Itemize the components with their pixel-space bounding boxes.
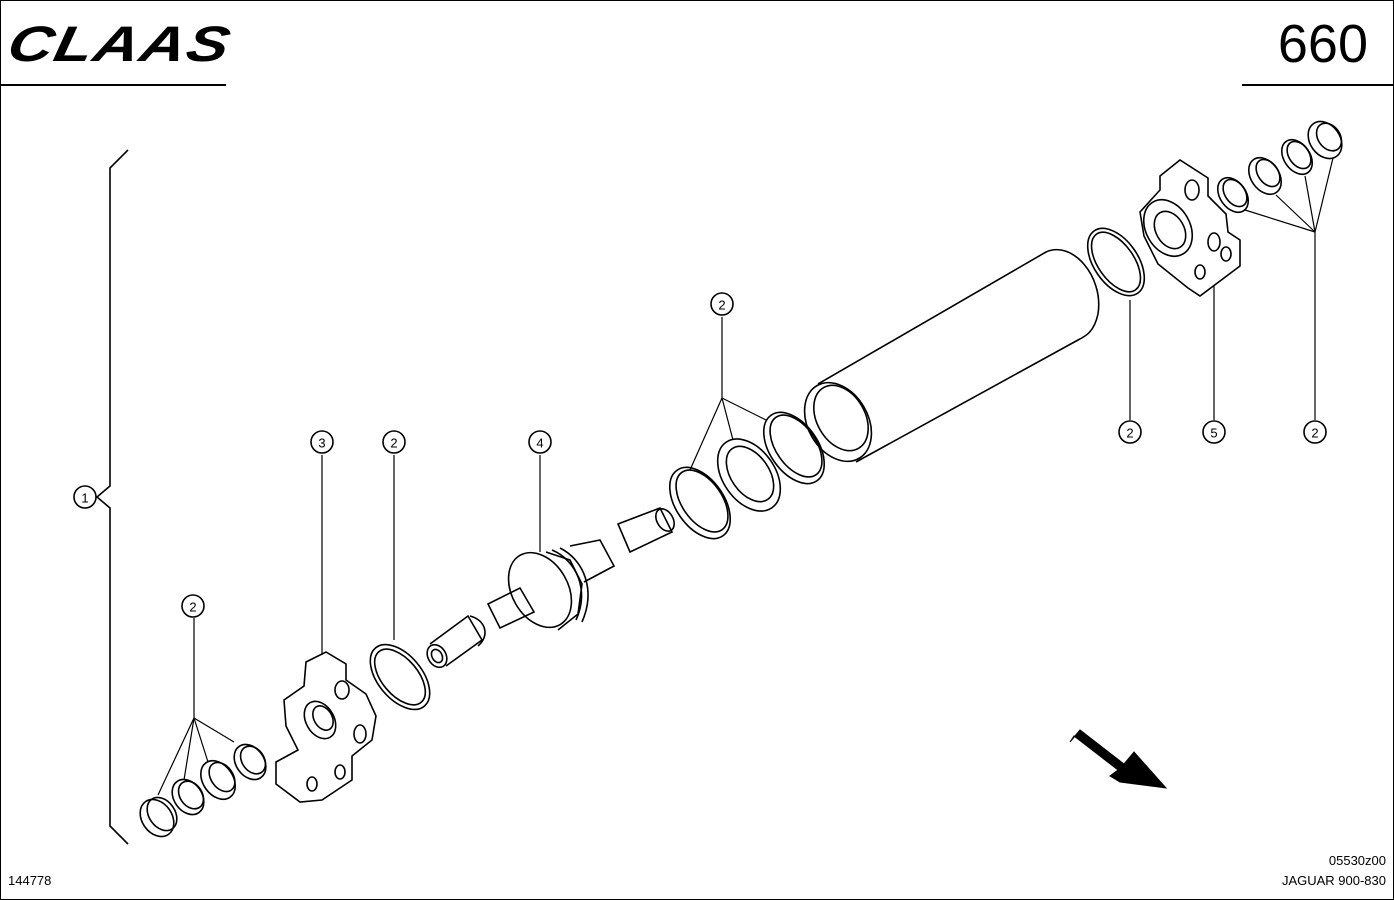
callout-5: 5 (1202, 420, 1226, 444)
page-number: 660 (1277, 14, 1368, 74)
right-o-ring (1086, 227, 1146, 297)
drawing-code: 05530z00 (1328, 853, 1386, 868)
callout-2-left-rings: 2 (181, 594, 205, 618)
document-id: 144778 (8, 873, 52, 888)
callout-1: 1 (73, 485, 97, 509)
callout-2-middle-rings: 2 (710, 292, 734, 316)
callout-2-right-rings: 2 (1303, 420, 1327, 444)
logo-underline (0, 84, 226, 86)
callout-label: 5 (1210, 426, 1217, 441)
callout-2-left-oring: 2 (382, 430, 406, 454)
callout-label: 2 (1126, 426, 1133, 441)
callout-label: 1 (81, 491, 88, 506)
left-end-cap (275, 651, 377, 803)
callout-label: 2 (718, 298, 725, 313)
callout-label: 3 (318, 436, 325, 451)
callout-2-right-oring: 2 (1118, 420, 1142, 444)
middle-seal-rings (668, 411, 826, 540)
assembly-bracket (95, 149, 129, 845)
left-seal-rings (139, 743, 267, 838)
right-end-cap (1139, 159, 1241, 297)
callout-label: 4 (536, 436, 543, 451)
callout-label: 2 (1311, 426, 1318, 441)
callout-4: 4 (528, 430, 552, 454)
direction-arrow-icon (1069, 729, 1168, 789)
callout-3: 3 (310, 430, 334, 454)
cylinder-tube (803, 249, 1100, 463)
piston-rod (426, 506, 675, 669)
left-o-ring (369, 643, 431, 711)
leader-lines (157, 157, 1334, 796)
callout-label: 2 (189, 600, 196, 615)
right-seal-rings (1216, 120, 1343, 214)
model-designation: JAGUAR 900-830 (1281, 873, 1386, 888)
page-number-underline (1242, 84, 1394, 86)
callout-label: 2 (390, 436, 397, 451)
